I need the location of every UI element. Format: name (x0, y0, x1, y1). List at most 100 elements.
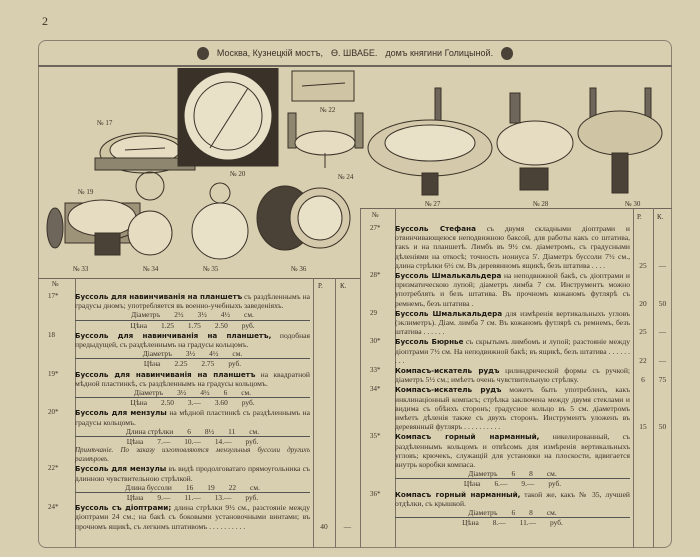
catalog-entry: 33*Компасъ-искатель рудъ цилиндрической … (360, 366, 672, 384)
table-cell: руб. (241, 398, 255, 408)
compass-17-illustration (94, 132, 196, 174)
item-description: на мѣдной пластинкѣ съ раздѣленнымъ на г… (75, 408, 310, 427)
item-description: подобная предыдущей, съ раздѣленнымъ на … (75, 330, 310, 350)
catalog-entry: 20*Буссоль для мензулы на мѣдной пластин… (38, 408, 360, 463)
table-cell: 19 (207, 482, 215, 492)
item-title: Буссоль для навинчиванія на планшетъ (75, 369, 256, 379)
column-header-number: № (52, 280, 59, 288)
item-number: 27* (370, 224, 381, 232)
item-number: 17* (48, 292, 59, 300)
table-cell: 1.25 (160, 320, 174, 330)
instrument-illustrations (46, 68, 663, 260)
catalog-entry: 22*Буссоль для мензулы въ видѣ продолгов… (38, 464, 360, 502)
item-description: на квадратной мѣдной пластинкѣ, съ раздѣ… (75, 369, 310, 388)
table-cell: 1.75 (187, 320, 201, 330)
header-firm: Ө. ШВАБЕ. (331, 48, 378, 58)
item-description: никелированный, съ раздѣленнымъ кольцомъ… (395, 432, 630, 470)
catalog-entry: 17*Буссоль для навинчиванія на планшетъ … (38, 292, 360, 330)
item-number: 33* (370, 366, 381, 375)
table-cell: 3.— (187, 398, 201, 408)
table-cell: 11.— (184, 493, 201, 503)
catalog-entry: 35*Компасъ горный нарманный, никелирован… (360, 432, 672, 488)
item-number: 36* (370, 489, 381, 498)
item-number: 29 (370, 308, 377, 317)
figure-label: № 17 (97, 119, 113, 127)
table-cell: Цѣна (126, 493, 144, 503)
table-cell: 8.— (492, 518, 506, 528)
table-cell: Цѣна (130, 320, 147, 330)
table-cell: руб. (245, 437, 259, 447)
table-cell: Длина стрѣлки (125, 426, 174, 436)
price-kopecks: 50 (658, 422, 667, 432)
table-cell: Цѣна (130, 398, 147, 408)
price-kopecks: — (343, 521, 352, 531)
table-cell: руб. (245, 493, 259, 503)
table-cell: Діаметръ (131, 310, 161, 320)
table-cell: см. (250, 482, 260, 492)
price-kopecks: — (658, 260, 667, 270)
catalog-entry: 24*Буссоль съ діоптрами; длина стрѣлки 9… (38, 503, 360, 531)
table-cell: 6 (187, 426, 191, 436)
figure-label: № 28 (533, 200, 549, 208)
compass-30-illustration (577, 87, 663, 194)
compass-20-illustration (177, 68, 279, 167)
table-cell: 3½ (197, 310, 207, 320)
table-cell: Діаметръ (468, 469, 498, 479)
table-cell: руб. (228, 359, 242, 369)
figure-label: № 36 (291, 265, 307, 273)
item-title: Буссоль съ діоптрами; (75, 503, 172, 513)
price-kopecks: — (658, 355, 667, 365)
right-catalog-list: 27*Буссоль Стефана съ двумя складными ді… (360, 224, 672, 528)
table-cell: см. (546, 469, 557, 479)
header-address: домъ княгини Голицыной. (385, 48, 494, 58)
column-header-number: № (372, 211, 379, 219)
table-cell: 9.— (157, 493, 171, 503)
catalog-entry: 34*Компасъ-искатель рудъ можетъ быть упо… (360, 385, 672, 431)
page-frame (38, 40, 672, 548)
item-number: 24* (48, 503, 59, 512)
item-description: для измѣренія вертикальныхъ угловъ (экли… (395, 308, 630, 337)
compass-35-illustration (191, 182, 249, 260)
item-number: 30* (370, 337, 381, 346)
compass-22-illustration (291, 70, 355, 102)
item-title: Компасъ-искатель рудъ (395, 385, 502, 395)
table-cell: см. (241, 388, 252, 398)
item-description: такой же, какъ № 35, лучшей отдѣлки, съ … (395, 489, 631, 508)
column-header-rubles: Р. (318, 282, 323, 290)
table-cell: Діаметръ (468, 508, 498, 518)
table-cell: руб. (548, 479, 562, 489)
table-cell: 3½ (185, 349, 196, 359)
catalog-entry: 36*Компасъ горный нарманный, такой же, к… (360, 490, 672, 528)
table-cell: 3½ (177, 388, 187, 398)
table-cell: 4½ (209, 349, 219, 359)
figure-label: № 30 (625, 200, 641, 208)
item-title: Компасъ-искатель рудъ (395, 366, 500, 376)
table-cell: 11.— (519, 518, 537, 528)
price-rubles: 22 (639, 355, 647, 365)
table-cell: 8½ (204, 426, 215, 436)
table-cell: см. (546, 508, 557, 518)
item-description: можетъ быть употребленъ, какъ инклинаціо… (395, 385, 630, 432)
figure-label: № 35 (203, 265, 219, 273)
table-cell: 4½ (200, 388, 210, 398)
item-number: 18 (48, 330, 55, 339)
table-cell: руб. (550, 518, 563, 528)
table-cell: 2½ (174, 310, 184, 320)
catalog-entry: 19*Буссоль для навинчиванія на планшетъ … (38, 370, 360, 408)
catalog-entry: 28*Буссоль Шмалькальдера на неподвижной … (360, 271, 672, 308)
table-cell: см. (232, 349, 243, 359)
figure-label: № 34 (143, 265, 159, 273)
table-cell: 8 (529, 508, 533, 518)
item-title: Буссоль Шмалькальдера (395, 271, 502, 281)
table-cell: 4½ (220, 310, 231, 320)
